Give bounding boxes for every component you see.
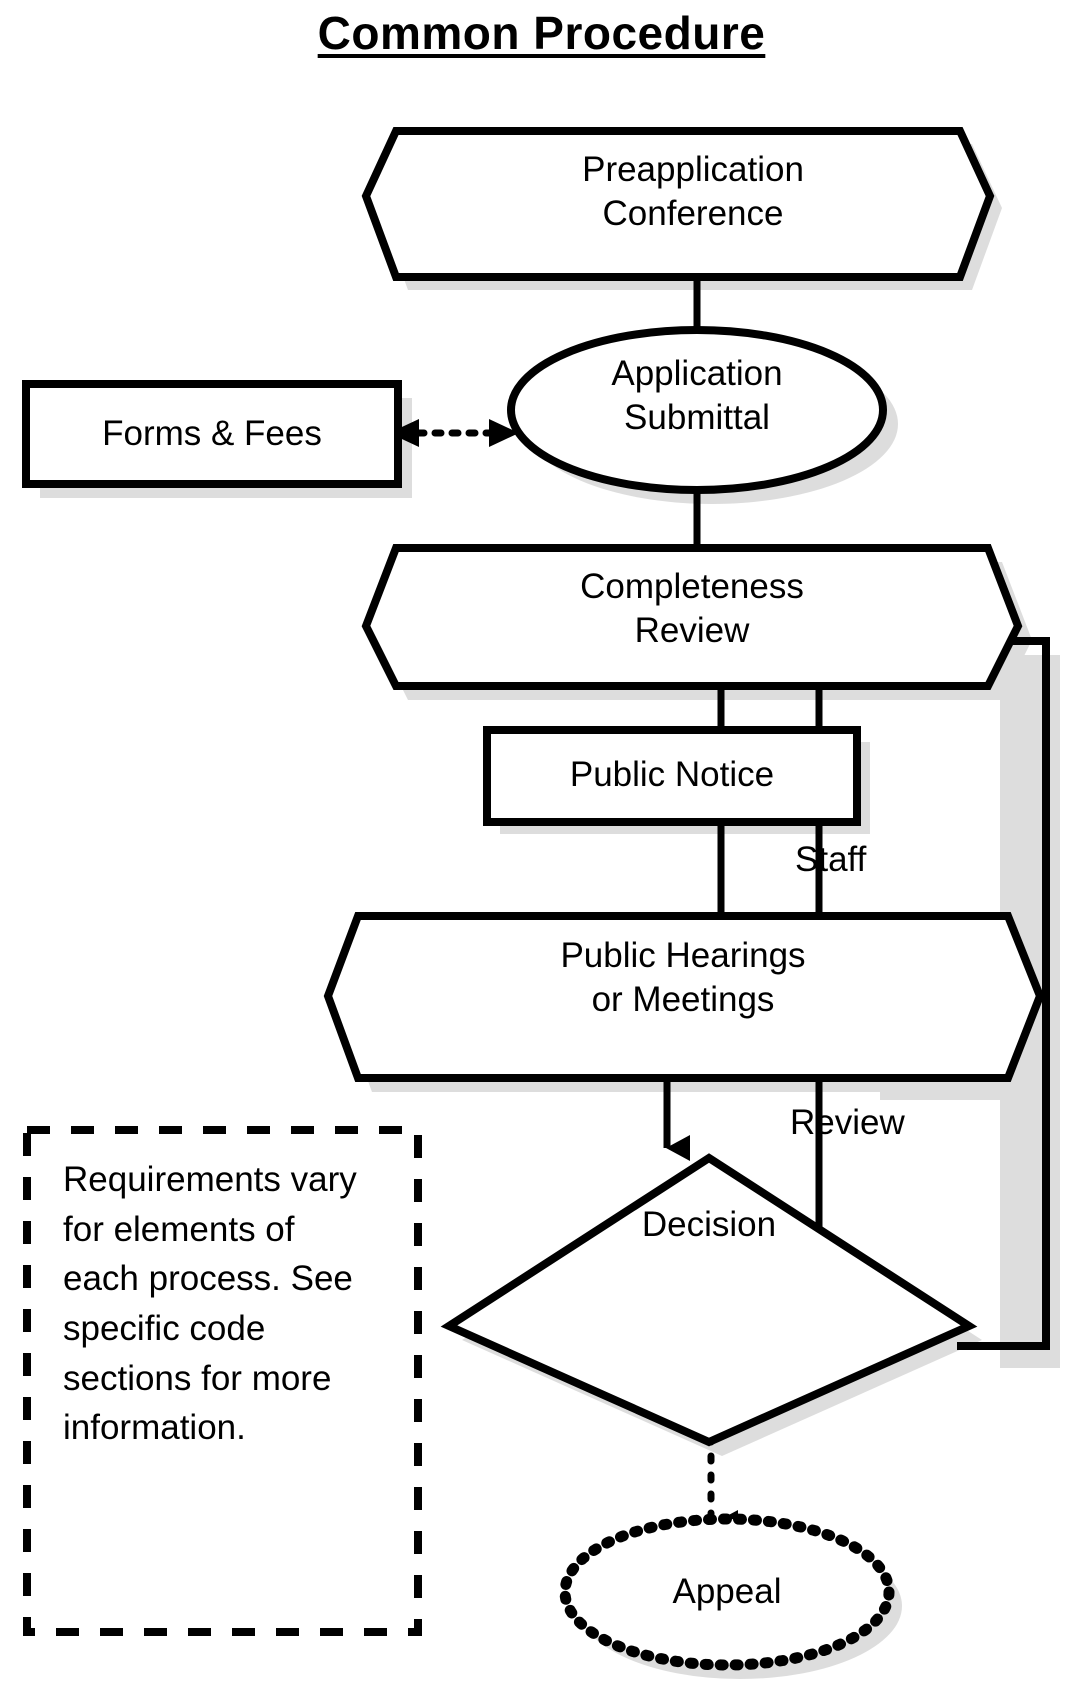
node-public-hearings[interactable] xyxy=(323,912,1045,1082)
annotation-staff: Staff xyxy=(795,840,867,879)
connectors: application submittal (dotted double arr… xyxy=(389,275,1050,1540)
loop-band-shadow xyxy=(880,648,1060,1368)
node-forms-and-fees[interactable] xyxy=(22,380,402,488)
shapes xyxy=(22,127,1045,1671)
node-preapplication-conference[interactable] xyxy=(361,127,995,281)
connector-staff-review-loop xyxy=(957,637,1050,1350)
annotation-review: Review xyxy=(790,1103,905,1142)
node-decision[interactable] xyxy=(440,1153,978,1447)
page-title: Common Procedure xyxy=(317,7,766,59)
node-application-submittal[interactable] xyxy=(507,326,887,494)
note-text: Requirements vary for elements of each p… xyxy=(63,1160,357,1448)
node-appeal[interactable] xyxy=(559,1513,895,1671)
node-public-notice[interactable] xyxy=(483,726,861,826)
note-box xyxy=(23,1126,422,1636)
node-completeness-review[interactable] xyxy=(361,544,1023,690)
